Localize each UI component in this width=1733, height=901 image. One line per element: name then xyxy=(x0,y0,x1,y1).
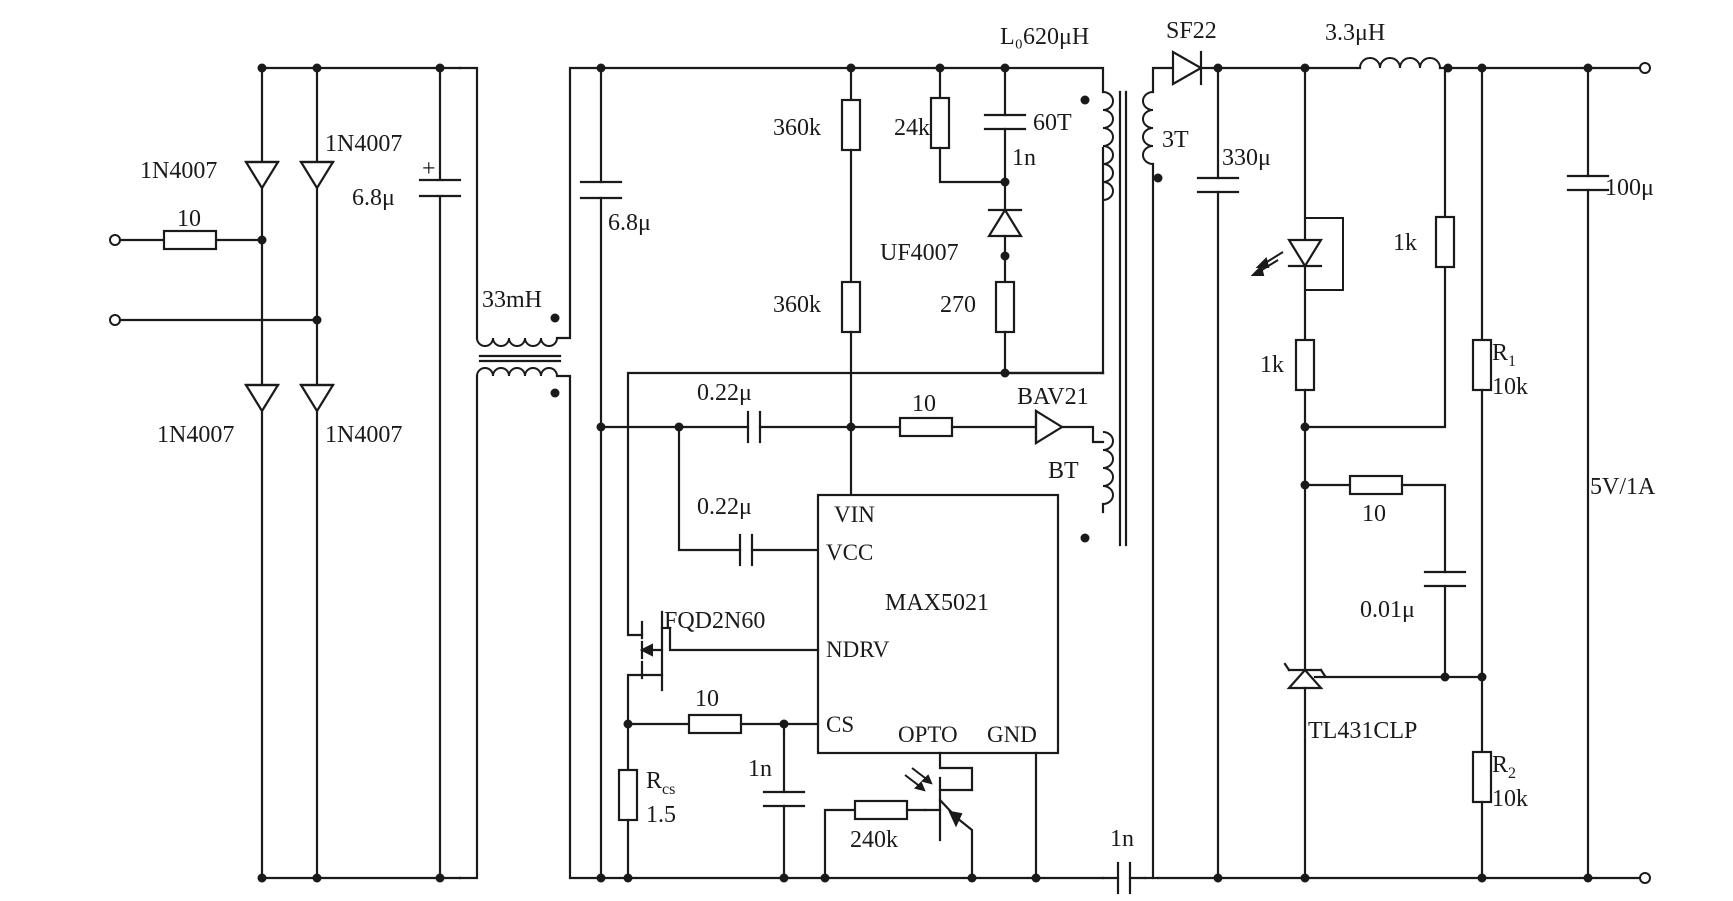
bias-winding-label: BT xyxy=(1048,458,1079,484)
diode-d3-label: 1N4007 xyxy=(157,422,234,448)
rectifier-diode-d3: 1N4007 xyxy=(157,383,280,448)
opto-resistor-label: 240k xyxy=(850,827,898,853)
primary-turns-label: 60T xyxy=(1033,110,1072,136)
sense-resistor-name-main: R xyxy=(646,768,662,794)
primary-rails xyxy=(555,63,1160,883)
cs-capacitor-label: 1n xyxy=(748,756,772,782)
diode-d4-label: 1N4007 xyxy=(325,422,402,448)
ac-input-terminal-n[interactable] xyxy=(109,314,121,326)
vin-resistor-label: 10 xyxy=(912,391,936,417)
output-capacitor-1-label: 330μ xyxy=(1222,145,1271,171)
max5021-controller: MAX5021 VIN VCC NDRV CS OPTO GND xyxy=(816,493,1060,880)
ic-pin-opto: OPTO xyxy=(898,722,958,747)
ic-pin-vcc: VCC xyxy=(826,540,873,565)
vin-capacitor-label: 0.22μ xyxy=(697,380,752,406)
primary-winding-label: L₀620μH xyxy=(1000,24,1089,50)
divider-r2-name-main: R xyxy=(1492,752,1508,778)
bias-diode-label: BAV21 xyxy=(1017,384,1089,410)
feedback-resistor-label: 10 xyxy=(1362,501,1386,527)
ic-pin-gnd: GND xyxy=(987,722,1037,747)
bulk-capacitor-c2: 6.8μ xyxy=(579,66,651,880)
ac-input-terminal-l[interactable] xyxy=(109,234,121,246)
current-sense-network: 10 Rcs 1.5 1n xyxy=(617,686,820,880)
startup-resistor-1-label: 360k xyxy=(773,115,821,141)
snubber-resistor-2-label: 270 xyxy=(940,292,976,318)
capacitor-c1-label: 6.8μ xyxy=(352,185,395,211)
common-mode-choke: 33mH xyxy=(476,287,562,398)
y-capacitor: 1n xyxy=(1101,826,1147,895)
choke-label: 33mH xyxy=(482,287,542,313)
sense-resistor-value: 1.5 xyxy=(646,802,676,828)
ic-pin-vin: VIN xyxy=(834,502,875,527)
output-terminal-positive[interactable] xyxy=(1639,62,1651,74)
snubber-capacitor-label: 1n xyxy=(1012,145,1036,171)
rectifier-diode-d4: 1N4007 xyxy=(299,383,402,448)
feedback-capacitor-label: 0.01μ xyxy=(1360,597,1415,623)
output-capacitor-2-label: 100μ xyxy=(1605,175,1654,201)
diode-d1-label: 1N4007 xyxy=(140,158,217,184)
startup-resistor-2-label: 360k xyxy=(773,292,821,318)
ic-name: MAX5021 xyxy=(885,590,989,616)
sense-resistor-name: Rcs xyxy=(646,768,675,798)
snubber-diode-label: UF4007 xyxy=(880,240,959,266)
vin-bias-network: 0.22μ 10 BAV21 xyxy=(596,380,1105,514)
snubber-resistor-label: 24k xyxy=(894,115,930,141)
capacitor-c2-label: 6.8μ xyxy=(608,210,651,236)
output-terminal-negative[interactable] xyxy=(1639,872,1651,884)
secondary-turns-label: 3T xyxy=(1162,127,1189,153)
vcc-capacitor-label: 0.22μ xyxy=(697,494,752,520)
output-diode-label: SF22 xyxy=(1166,18,1217,44)
output-rating-label: 5V/1A xyxy=(1590,474,1656,500)
vcc-capacitor: 0.22μ xyxy=(677,425,820,567)
y-capacitor-label: 1n xyxy=(1110,826,1134,852)
capacitor-c1-polarity: + xyxy=(422,156,436,182)
ic-pin-ndrv: NDRV xyxy=(826,637,890,662)
input-rectifier-section: 10 1N4007 1N4007 1N4007 1N4007 + 6. xyxy=(109,63,479,883)
divider-r2-value: 10k xyxy=(1492,786,1528,812)
feedback-network: 1k 1k 10 0.01μ TL431CLP R1 10k R2 10k xyxy=(1250,66,1528,880)
led-resistor-2-label: 1k xyxy=(1393,230,1417,256)
divider-r2-name-sub: 2 xyxy=(1508,765,1516,782)
startup-resistor-chain: 360k 360k xyxy=(773,66,862,497)
mosfet-switch: FQD2N60 xyxy=(623,371,1105,729)
secondary-output-section: SF22 3.3μH 330μ 100μ 5V/1A xyxy=(1151,18,1656,883)
input-resistor-10: 10 xyxy=(162,206,218,251)
optocoupler-transistor: 240k xyxy=(823,751,974,880)
flyback-transformer: L₀620μH 60T 3T BT xyxy=(1000,24,1189,547)
bulk-capacitor-c1: + 6.8μ xyxy=(352,156,462,211)
shunt-regulator-label: TL431CLP xyxy=(1308,718,1417,744)
led-resistor-label: 1k xyxy=(1260,352,1284,378)
diode-d2-label: 1N4007 xyxy=(325,131,402,157)
output-inductor-label: 3.3μH xyxy=(1325,20,1385,46)
ic-pin-cs: CS xyxy=(826,712,854,737)
gate-cs-resistor-label: 10 xyxy=(695,686,719,712)
rectifier-diode-d1: 1N4007 xyxy=(140,158,280,191)
input-resistor-label: 10 xyxy=(177,206,201,232)
divider-r1-name: R1 xyxy=(1492,340,1516,370)
divider-r2-name: R2 xyxy=(1492,752,1516,782)
divider-r1-value: 10k xyxy=(1492,374,1528,400)
rectifier-diode-d2: 1N4007 xyxy=(299,131,402,191)
divider-r1-name-main: R xyxy=(1492,340,1508,366)
sense-resistor-name-sub: cs xyxy=(662,781,675,798)
mosfet-label: FQD2N60 xyxy=(664,608,765,634)
divider-r1-name-sub: 1 xyxy=(1508,353,1516,370)
